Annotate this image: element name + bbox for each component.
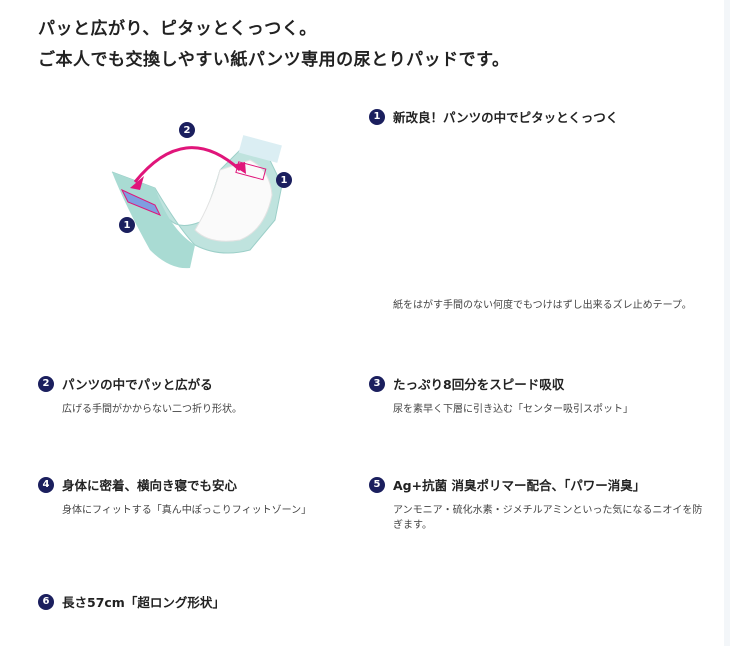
feature-description: 身体にフィットする「真ん中ぽっこりフィットゾーン」 bbox=[62, 505, 312, 516]
number-badge: 1 bbox=[369, 108, 385, 125]
number-badge: 2 bbox=[38, 375, 54, 392]
number-badge: 3 bbox=[369, 375, 385, 392]
feature-title: パンツの中でパッと広がる bbox=[62, 377, 213, 392]
number-badge: 5 bbox=[369, 476, 385, 493]
feature-1: 1 新改良！パンツの中でピタッとくっつく 紙をはがす手間のない何度でもつけはずし出… bbox=[369, 107, 692, 313]
callout-badge-2: 2 bbox=[179, 122, 195, 138]
feature-title: 新改良！パンツの中でピタッとくっつく bbox=[393, 110, 619, 125]
feature-2: 2 パンツの中でパッと広がる 広げる手間がかからない二つ折り形状。 bbox=[38, 374, 242, 417]
number-badge: 6 bbox=[38, 593, 54, 610]
number-badge: 4 bbox=[38, 476, 54, 493]
feature-title: 長さ57cm「超ロング形状」 bbox=[62, 595, 225, 610]
headline-line-1: パッと広がり、ピタッとくっつく。 bbox=[38, 19, 317, 39]
callout-badge-1-left: 1 bbox=[119, 217, 135, 233]
feature-title: たっぷり8回分をスピード吸収 bbox=[393, 377, 565, 392]
feature-title: 身体に密着、横向き寝でも安心 bbox=[62, 478, 238, 493]
feature-4: 4 身体に密着、横向き寝でも安心 身体にフィットする「真ん中ぽっこりフィットゾーン… bbox=[38, 475, 311, 518]
feature-description: 広げる手間がかからない二つ折り形状。 bbox=[62, 404, 242, 415]
feature-5: 5 Ag+抗菌 消臭ポリマー配合、「パワー消臭」 アンモニア・硫化水素・ジメチルア… bbox=[369, 475, 703, 533]
feature-description: 尿を素早く下層に引き込む「センター吸引スポット」 bbox=[393, 404, 633, 415]
feature-6: 6 長さ57cm「超ロング形状」 bbox=[38, 592, 225, 611]
feature-description: アンモニア・硫化水素・ジメチルアミンといった気になるニオイを防ぎます。 bbox=[393, 505, 703, 531]
callout-badge-1-right: 1 bbox=[276, 172, 292, 188]
feature-3: 3 たっぷり8回分をスピード吸収 尿を素早く下層に引き込む「センター吸引スポット」 bbox=[369, 374, 633, 417]
product-image: 1 2 1 bbox=[100, 110, 300, 280]
feature-description: 紙をはがす手間のない何度でもつけはずし出来るズレ止めテープ。 bbox=[393, 300, 692, 311]
headline-line-2: ご本人でも交換しやすい紙パンツ専用の尿とりパッドです。 bbox=[38, 50, 510, 70]
page-edge bbox=[724, 0, 730, 646]
feature-title: Ag+抗菌 消臭ポリマー配合、「パワー消臭」 bbox=[393, 478, 646, 493]
